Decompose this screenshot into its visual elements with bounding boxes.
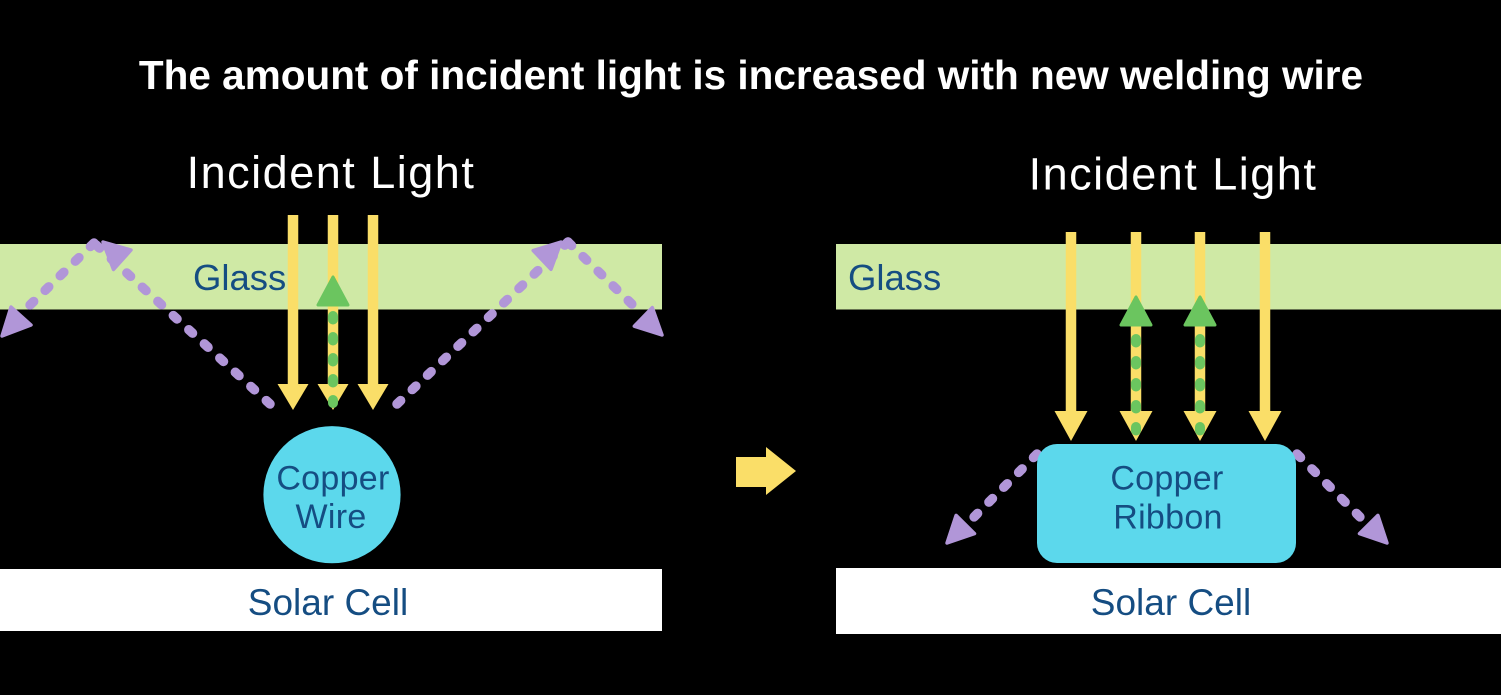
- svg-text:Copper: Copper: [1110, 460, 1223, 498]
- svg-text:Glass: Glass: [848, 257, 941, 298]
- svg-text:Copper: Copper: [276, 460, 389, 498]
- svg-text:Incident Light: Incident Light: [1029, 149, 1318, 200]
- svg-text:The amount of incident light i: The amount of incident light is increase…: [139, 52, 1363, 98]
- svg-text:Incident Light: Incident Light: [187, 147, 476, 198]
- svg-text:Wire: Wire: [295, 498, 366, 536]
- svg-text:Solar Cell: Solar Cell: [1091, 582, 1251, 623]
- svg-text:Glass: Glass: [193, 257, 286, 298]
- svg-text:Ribbon: Ribbon: [1113, 499, 1223, 537]
- svg-text:Solar Cell: Solar Cell: [248, 582, 408, 623]
